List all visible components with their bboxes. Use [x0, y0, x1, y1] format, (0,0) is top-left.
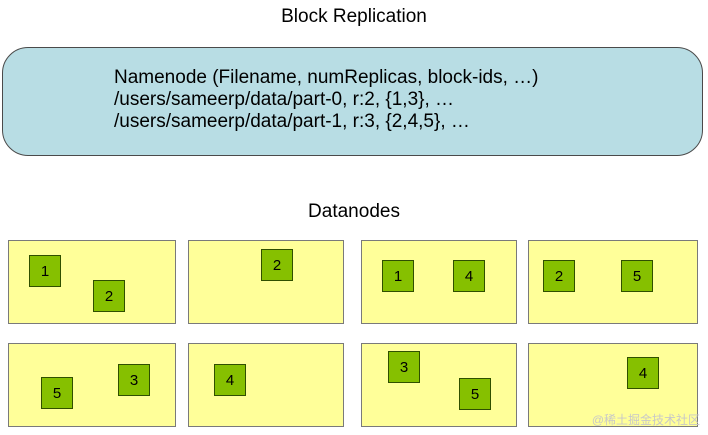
block: 3	[388, 351, 420, 383]
block: 1	[382, 260, 414, 292]
datanode-4: 2 5	[528, 240, 698, 324]
diagram-title: Block Replication	[281, 6, 427, 27]
block: 1	[29, 255, 61, 287]
block: 3	[118, 364, 150, 396]
block: 2	[93, 280, 125, 312]
datanode-1: 1 2	[8, 240, 176, 324]
namenode-line-part-1: /users/sameerp/data/part-1, r:3, {2,4,5}…	[114, 111, 470, 132]
block: 5	[459, 378, 491, 410]
block: 5	[41, 377, 73, 409]
block: 2	[543, 260, 575, 292]
datanode-3: 1 4	[361, 240, 517, 324]
datanode-5: 5 3	[8, 343, 176, 427]
watermark-text: @稀土掘金技术社区	[591, 413, 700, 427]
datanode-8: 4	[528, 343, 698, 427]
block: 4	[214, 364, 246, 396]
namenode-line-part-0: /users/sameerp/data/part-0, r:2, {1,3}, …	[114, 89, 455, 110]
datanode-7: 3 5	[361, 343, 517, 427]
block: 4	[627, 357, 659, 389]
datanodes-title: Datanodes	[308, 201, 400, 222]
block: 5	[621, 260, 653, 292]
namenode-line-header: Namenode (Filename, numReplicas, block-i…	[114, 67, 539, 88]
namenode-box: Namenode (Filename, numReplicas, block-i…	[2, 47, 703, 156]
datanode-2: 2	[188, 240, 344, 324]
block: 4	[453, 260, 485, 292]
datanode-6: 4	[188, 343, 344, 427]
block: 2	[261, 249, 293, 281]
